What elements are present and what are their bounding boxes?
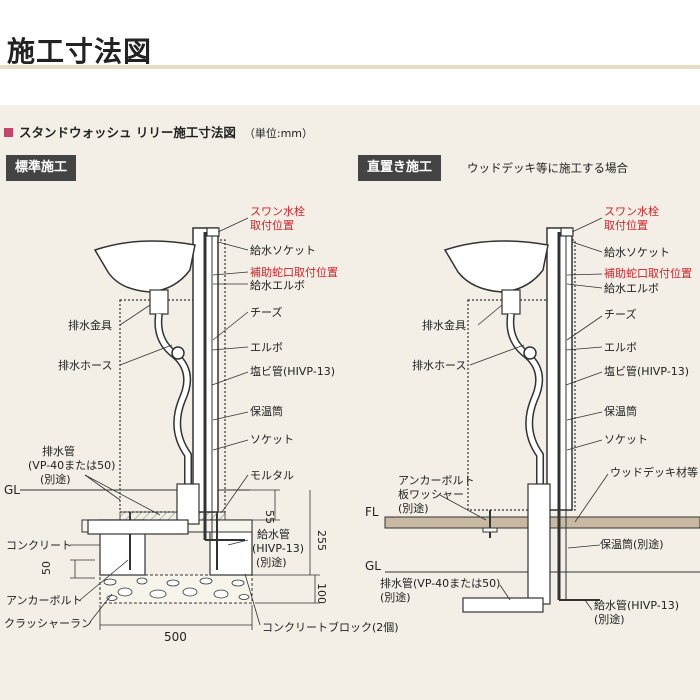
drain-hose-inner-left: [155, 313, 191, 485]
direct-install-drawing: スワン水栓 取付位置 給水ソケット 補助蛇口取付位置 給水エルボ チーズ エルボ…: [365, 204, 700, 626]
lbl-supply-1: 給水管: [257, 527, 290, 541]
lbl-elbow: エルボ: [250, 341, 283, 354]
rlbl-anchor-2: 板ワッシャー: [398, 487, 464, 501]
lbl-drain-pipe-1: 排水管: [42, 444, 75, 458]
dim-50: 50: [40, 561, 53, 575]
rlbl-drain-fitting: 排水金具: [422, 318, 466, 332]
dim-100: 100: [315, 583, 328, 604]
rlbl-swan-2: 取付位置: [604, 218, 648, 232]
lbl-crusher: クラッシャーラン: [4, 617, 92, 630]
section-marker: [4, 128, 13, 137]
lbl-block: コンクリートブロック(2個): [262, 620, 399, 634]
rlbl-drain-pipe-1: 排水管(VP-40または50): [380, 576, 500, 590]
rlbl-insulation-sep: 保温筒(別途): [600, 537, 664, 551]
dim-255: 255: [315, 530, 328, 551]
lbl-anchor: アンカーボルト: [6, 594, 83, 607]
dim-500: 500: [164, 630, 187, 644]
rlbl-swan-1: スワン水栓: [604, 204, 659, 218]
lbl-swan-1: スワン水栓: [250, 204, 305, 218]
lbl-drain-fitting: 排水金具: [68, 318, 112, 332]
rlbl-aux: 補助蛇口取付位置: [604, 266, 692, 280]
rlbl-gl: GL: [365, 559, 381, 573]
lbl-tees: チーズ: [250, 305, 282, 319]
lbl-supply-2: (HIVP-13): [252, 542, 304, 555]
elbow-left: [171, 346, 185, 360]
unit-note: （単位:mm）: [243, 127, 313, 140]
title-rule: [0, 65, 700, 69]
lbl-insulation: 保温筒: [250, 404, 283, 418]
basin-right: [443, 240, 549, 293]
rlbl-insulation: 保温筒: [604, 404, 637, 418]
drain-fitting-right: [501, 289, 521, 315]
rlbl-elbow: エルボ: [604, 341, 637, 354]
lbl-concrete: コンクリート: [6, 539, 72, 552]
leaders-right: [439, 217, 609, 611]
drain-pipe-vert-left: [176, 483, 200, 525]
drain-hose-inner-right: [507, 313, 543, 485]
rlbl-drain-hose: 排水ホース: [412, 358, 466, 372]
rlbl-drain-pipe-2: (別途): [380, 590, 411, 604]
rlbl-socket-supply: 給水ソケット: [604, 245, 670, 259]
rlbl-socket: ソケット: [604, 433, 648, 446]
rlbl-anchor-3: (別途): [398, 501, 429, 515]
lbl-elbow-supply: 給水エルボ: [250, 278, 305, 292]
tab-direct-install: 直置き施工: [358, 155, 442, 181]
lbl-drain-hose: 排水ホース: [58, 358, 112, 372]
rlbl-tees: チーズ: [604, 307, 636, 321]
drain-pipe-vert-right: [527, 483, 551, 605]
lbl-socket: ソケット: [250, 433, 294, 446]
basin-left: [93, 240, 196, 293]
tab-standard-install: 標準施工: [6, 155, 77, 181]
rlbl-fl: FL: [365, 505, 379, 519]
lbl-drain-pipe-2: (VP-40または50): [28, 459, 115, 472]
lbl-swan-2: 取付位置: [250, 218, 294, 232]
gravel-stones: [103, 577, 250, 601]
rlbl-elbow-supply: 給水エルボ: [604, 281, 659, 295]
direct-install-note: ウッドデッキ等に施工する場合: [467, 161, 628, 175]
page-title: 施工寸法図: [7, 35, 153, 68]
rlbl-supply-2: (別途): [594, 612, 625, 626]
lbl-aux: 補助蛇口取付位置: [250, 265, 338, 279]
dim-55: 55: [263, 510, 276, 524]
lbl-supply-3: (別途): [256, 555, 287, 569]
swan-faucet-left: [206, 227, 220, 237]
section-heading: スタンドウォッシュ リリー施工寸法図 （単位:mm）: [4, 122, 313, 141]
mortar: [119, 511, 226, 521]
rlbl-deck: ウッドデッキ材等: [610, 465, 698, 479]
drain-pipe-horz-left: [87, 519, 189, 535]
lbl-socket-supply: 給水ソケット: [250, 243, 316, 257]
section-title: スタンドウォッシュ リリー施工寸法図: [19, 125, 236, 140]
standard-install-drawing: スワン水栓 取付位置 給水ソケット 補助蛇口取付位置 給水エルボ チーズ エルボ…: [4, 204, 399, 644]
rlbl-anchor-1: アンカーボルト: [398, 474, 475, 487]
drain-fitting-left: [149, 289, 169, 315]
rlbl-supply-1: 給水管(HIVP-13): [594, 598, 679, 612]
lbl-mortar: モルタル: [250, 469, 294, 482]
swan-faucet-right: [560, 227, 574, 237]
washer-right: [482, 527, 498, 533]
leaders-left: [70, 217, 261, 626]
drain-pipe-horz-right: [462, 597, 544, 613]
rlbl-pvc: 塩ビ管(HIVP-13): [604, 364, 689, 378]
lbl-gl-left: GL: [4, 483, 20, 497]
lbl-pvc: 塩ビ管(HIVP-13): [250, 364, 335, 378]
dimension-lines-left: [70, 489, 320, 630]
elbow-right: [523, 346, 537, 360]
lbl-drain-pipe-3: (別途): [40, 472, 71, 486]
